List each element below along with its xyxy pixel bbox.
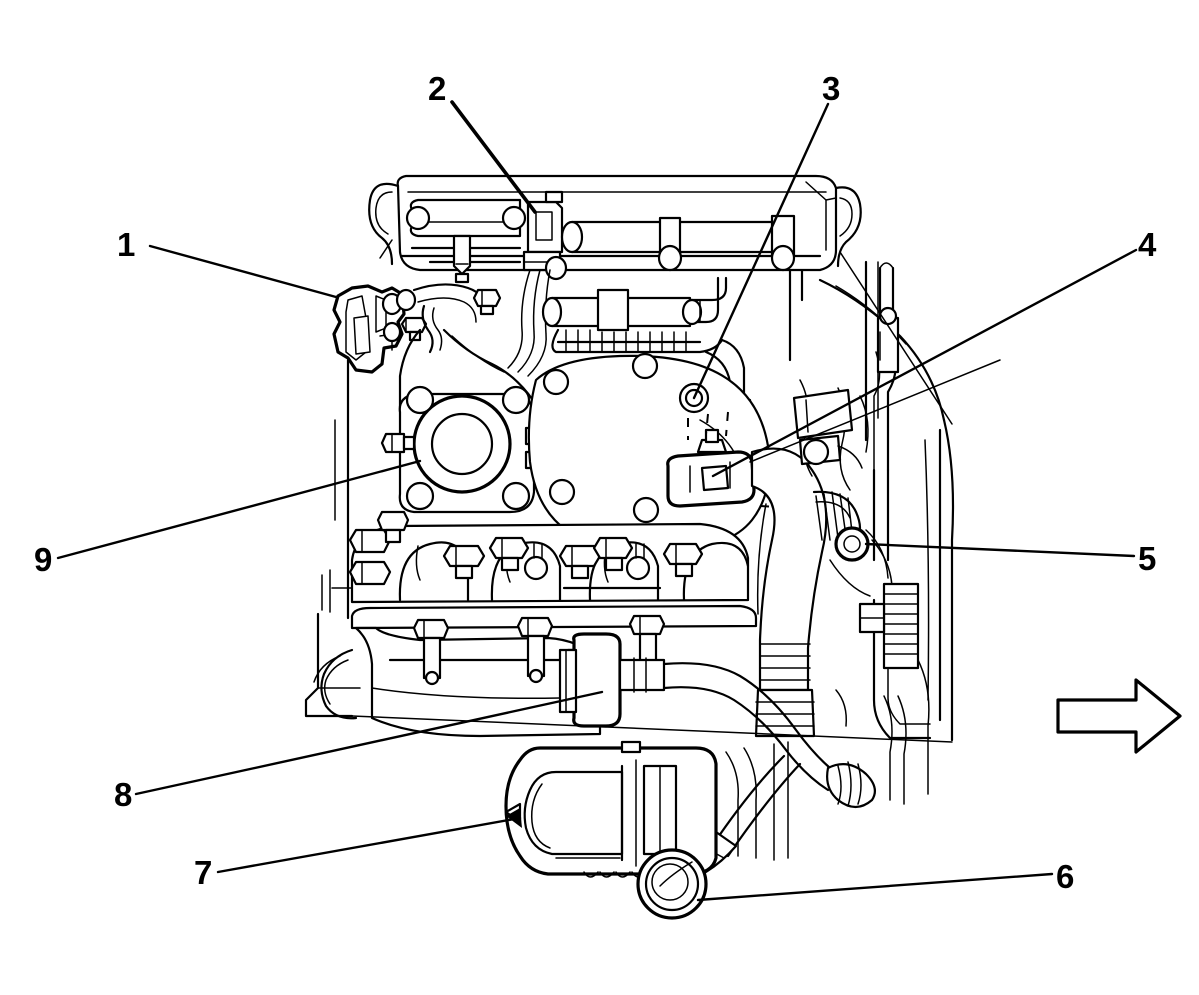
leader-5 xyxy=(864,542,1136,558)
callout-label-9: 9 xyxy=(34,541,53,578)
leader-7 xyxy=(216,816,522,874)
leader-3 xyxy=(692,102,830,400)
engine-mount-bracket xyxy=(332,284,428,374)
callout-label-6: 6 xyxy=(1056,858,1075,895)
leader-9 xyxy=(56,459,422,560)
callout-label-4: 4 xyxy=(1138,226,1157,263)
leader-2 xyxy=(450,100,537,214)
ribbed-component xyxy=(858,582,920,670)
callout-label-3: 3 xyxy=(822,70,841,107)
leader-1 xyxy=(148,244,338,299)
leader-4 xyxy=(711,248,1138,478)
fuel-rail-assembly xyxy=(541,276,752,416)
reference-plane-lines xyxy=(331,251,1001,743)
throttle-body-pulley xyxy=(380,385,550,514)
callout-label-1: 1 xyxy=(117,226,136,263)
air-cleaner-housing xyxy=(504,740,718,878)
exhaust-manifold-runners xyxy=(348,510,750,604)
callout-label-5: 5 xyxy=(1138,540,1157,577)
manifold-nuts xyxy=(348,510,704,586)
callout-label-7: 7 xyxy=(194,854,213,891)
valve-cover-crossover-tube xyxy=(560,214,796,272)
air-intake-duct xyxy=(750,447,828,738)
ignition-coil-bracket xyxy=(405,190,568,377)
corrugated-ribs xyxy=(565,329,687,353)
hose-corrugation-right xyxy=(826,761,877,809)
callout-label-8: 8 xyxy=(114,776,133,813)
lower-engine-block xyxy=(313,604,758,738)
callout-label-2: 2 xyxy=(428,70,447,107)
front-of-vehicle-arrow xyxy=(1056,678,1182,754)
callout-leaders xyxy=(56,100,1138,902)
leader-7-arrowhead xyxy=(506,808,522,828)
leader-6 xyxy=(696,872,1054,902)
leader-8 xyxy=(134,690,604,796)
spark-plug-boot xyxy=(636,848,708,920)
